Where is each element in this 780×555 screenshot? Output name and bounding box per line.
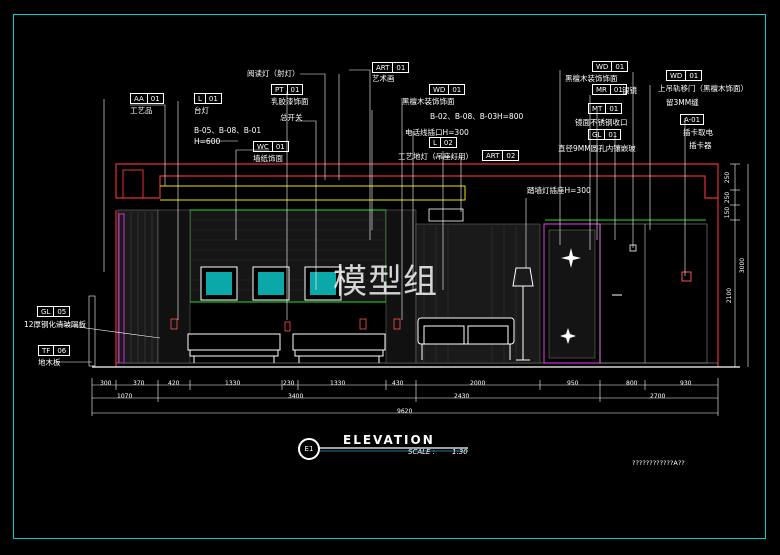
dim-2700: 2700: [650, 393, 666, 400]
ac-unit: [428, 208, 464, 222]
glass-partition: [88, 295, 96, 367]
dim-2000: 2000: [470, 380, 486, 387]
dim-1330a: 1330: [225, 380, 241, 387]
dim-v250a: 250: [724, 171, 732, 184]
ceiling-box: [122, 169, 144, 199]
dim-3400: 3400: [288, 393, 304, 400]
dim-2430: 2430: [454, 393, 470, 400]
label-dimu: 地木板: [38, 358, 61, 367]
label-h800: H=800: [497, 112, 524, 121]
dim-370: 370: [133, 380, 145, 387]
label-jingzi: 银镜: [622, 86, 637, 95]
drawing-frame: [13, 14, 766, 539]
sofa: [417, 317, 515, 360]
dim-1330b: 1330: [330, 380, 346, 387]
scale-label: SCALE :: [408, 448, 436, 456]
watermark: 模型组: [333, 262, 438, 302]
magenta-strip: [118, 213, 125, 364]
label-boli: 直径9MM圆孔内镶嵌玻: [558, 144, 636, 153]
label-shangdiao: 上吊轨移门（黑檀木饰面）: [658, 84, 748, 93]
ceiling-soffit: [160, 185, 466, 201]
dim-total: 9620: [397, 408, 413, 415]
label-chakaqu: 插卡取电: [683, 128, 713, 137]
label-gongyideng: 工艺地灯（吊座灯用）: [398, 152, 473, 161]
label-gongyi: 工艺品: [130, 106, 153, 115]
dim-1070: 1070: [117, 393, 133, 400]
bed-left: [187, 333, 281, 363]
label-lianqiang: 踏墙灯插座H=300: [527, 186, 591, 195]
dim-950: 950: [567, 380, 579, 387]
label-chaka: 插卡器: [689, 141, 712, 150]
label-bcodes: B-05、B-08、B-01: [194, 126, 262, 135]
label-heitan: 黑檀木装饰饰面: [402, 97, 455, 106]
dim-420: 420: [168, 380, 180, 387]
label-sanmm: 留3MM缝: [666, 98, 699, 107]
label-biaosi: 12厚钢化清玻隔板: [24, 320, 87, 329]
elevation-title: ELEVATION: [343, 433, 435, 447]
label-yishu: 艺术画: [372, 74, 395, 83]
bottom-note: ????????????A??: [632, 459, 685, 467]
label-rujiao: 乳胶漆饰面: [271, 97, 309, 106]
art-frames: [200, 266, 342, 301]
label-dianhua: 电话线插口H=300: [405, 128, 469, 137]
dim-v2100: 2100: [726, 287, 734, 304]
elevation-bubble: E1: [298, 438, 320, 460]
bed-right: [292, 333, 386, 363]
label-kaiguan: 总开关: [280, 113, 303, 122]
dim-v150: 150: [724, 206, 732, 219]
label-xiuhua: 镜面不锈钢收口: [575, 118, 628, 127]
label-b02: B-02、B-08、B-03: [430, 112, 498, 121]
tag-a01: A-01: [680, 114, 705, 125]
label-heitanmen: 黑檀木装饰饰面: [565, 74, 618, 83]
label-yuedu: 阅读灯（射灯）: [247, 69, 300, 78]
dim-300: 300: [100, 380, 112, 387]
ceiling-outline: [115, 163, 719, 199]
dim-v3000: 3000: [739, 257, 747, 274]
label-taideng: 台灯: [194, 106, 209, 115]
label-h600: H=600: [194, 137, 221, 146]
label-qiangzhi: 墙纸饰面: [253, 154, 283, 163]
floor-lamp: [512, 267, 534, 361]
dim-930: 930: [680, 380, 692, 387]
dim-800: 800: [626, 380, 638, 387]
dim-v250b: 250: [724, 191, 732, 204]
scale-value: 1:30: [452, 448, 468, 456]
dim-230: 230: [283, 380, 295, 387]
dim-430: 430: [392, 380, 404, 387]
